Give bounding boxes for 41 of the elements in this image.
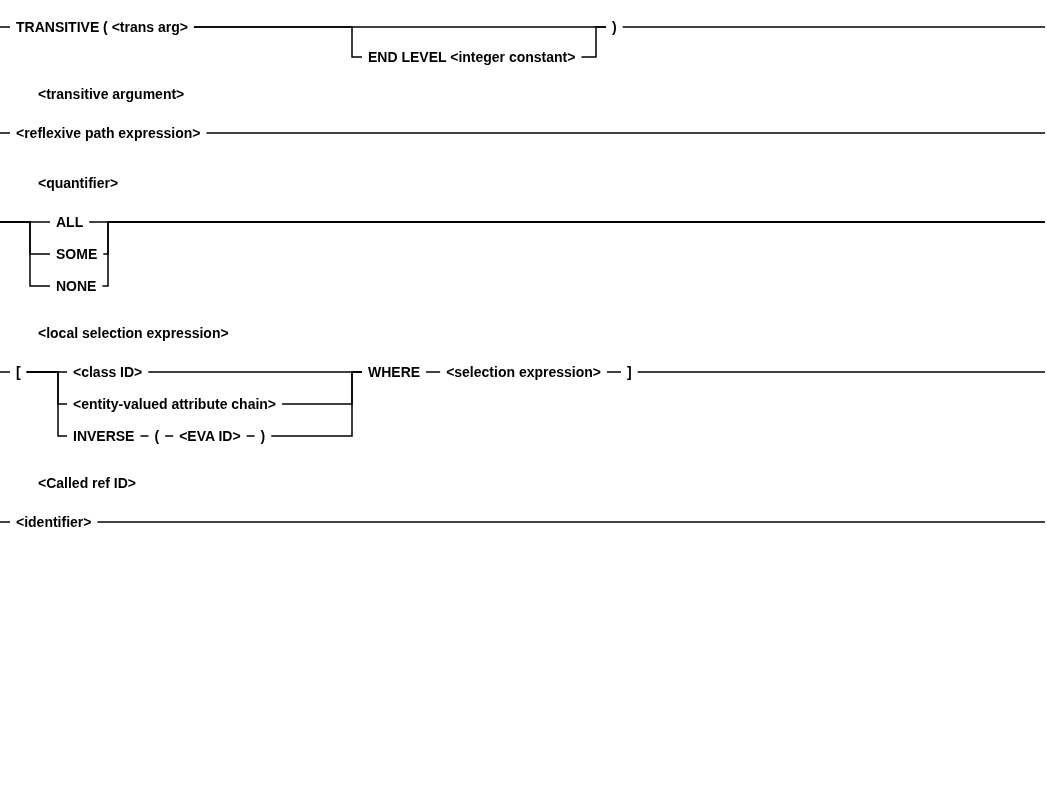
syntax-token: WHERE bbox=[362, 363, 427, 381]
syntax-token: ALL bbox=[50, 213, 90, 231]
syntax-heading: <quantifier> bbox=[38, 174, 119, 192]
syntax-token: <reflexive path expression> bbox=[10, 124, 207, 142]
connector-line bbox=[193, 26, 363, 58]
syntax-token: <selection expression> bbox=[440, 363, 607, 381]
syntax-token: TRANSITIVE ( <trans arg> bbox=[10, 18, 194, 36]
connector-line bbox=[0, 26, 11, 28]
syntax-token: NONE bbox=[50, 277, 103, 295]
syntax-token: <entity-valued attribute chain> bbox=[67, 395, 283, 413]
connector-line bbox=[580, 26, 607, 58]
connector-line bbox=[621, 26, 1046, 28]
syntax-token: ) bbox=[606, 18, 623, 36]
syntax-heading: <local selection expression> bbox=[38, 324, 229, 342]
connector-line bbox=[164, 435, 174, 437]
connector-line bbox=[205, 132, 1046, 134]
connector-line bbox=[25, 371, 68, 437]
connector-line bbox=[0, 132, 11, 134]
syntax-heading: <Called ref ID> bbox=[38, 474, 137, 492]
connector-line bbox=[96, 521, 1046, 523]
connector-line bbox=[0, 221, 51, 287]
connector-line bbox=[139, 435, 150, 437]
syntax-token: [ bbox=[10, 363, 27, 381]
connector-line bbox=[636, 371, 1046, 373]
syntax-token: ( bbox=[148, 427, 166, 445]
syntax-token: ] bbox=[621, 363, 638, 381]
connector-line bbox=[425, 371, 441, 373]
syntax-token: <class ID> bbox=[67, 363, 149, 381]
syntax-token: SOME bbox=[50, 245, 104, 263]
connector-line bbox=[606, 371, 622, 373]
connector-line bbox=[0, 371, 11, 373]
connector-line bbox=[245, 435, 256, 437]
connector-line bbox=[0, 521, 11, 523]
syntax-heading: <transitive argument> bbox=[38, 85, 185, 103]
syntax-token: ) bbox=[254, 427, 272, 445]
connector-line bbox=[281, 371, 363, 405]
connector-line bbox=[101, 221, 1046, 287]
syntax-token: <EVA ID> bbox=[173, 427, 247, 445]
syntax-token: <identifier> bbox=[10, 513, 98, 531]
syntax-token: END LEVEL <integer constant> bbox=[362, 48, 582, 66]
syntax-token: INVERSE bbox=[67, 427, 141, 445]
